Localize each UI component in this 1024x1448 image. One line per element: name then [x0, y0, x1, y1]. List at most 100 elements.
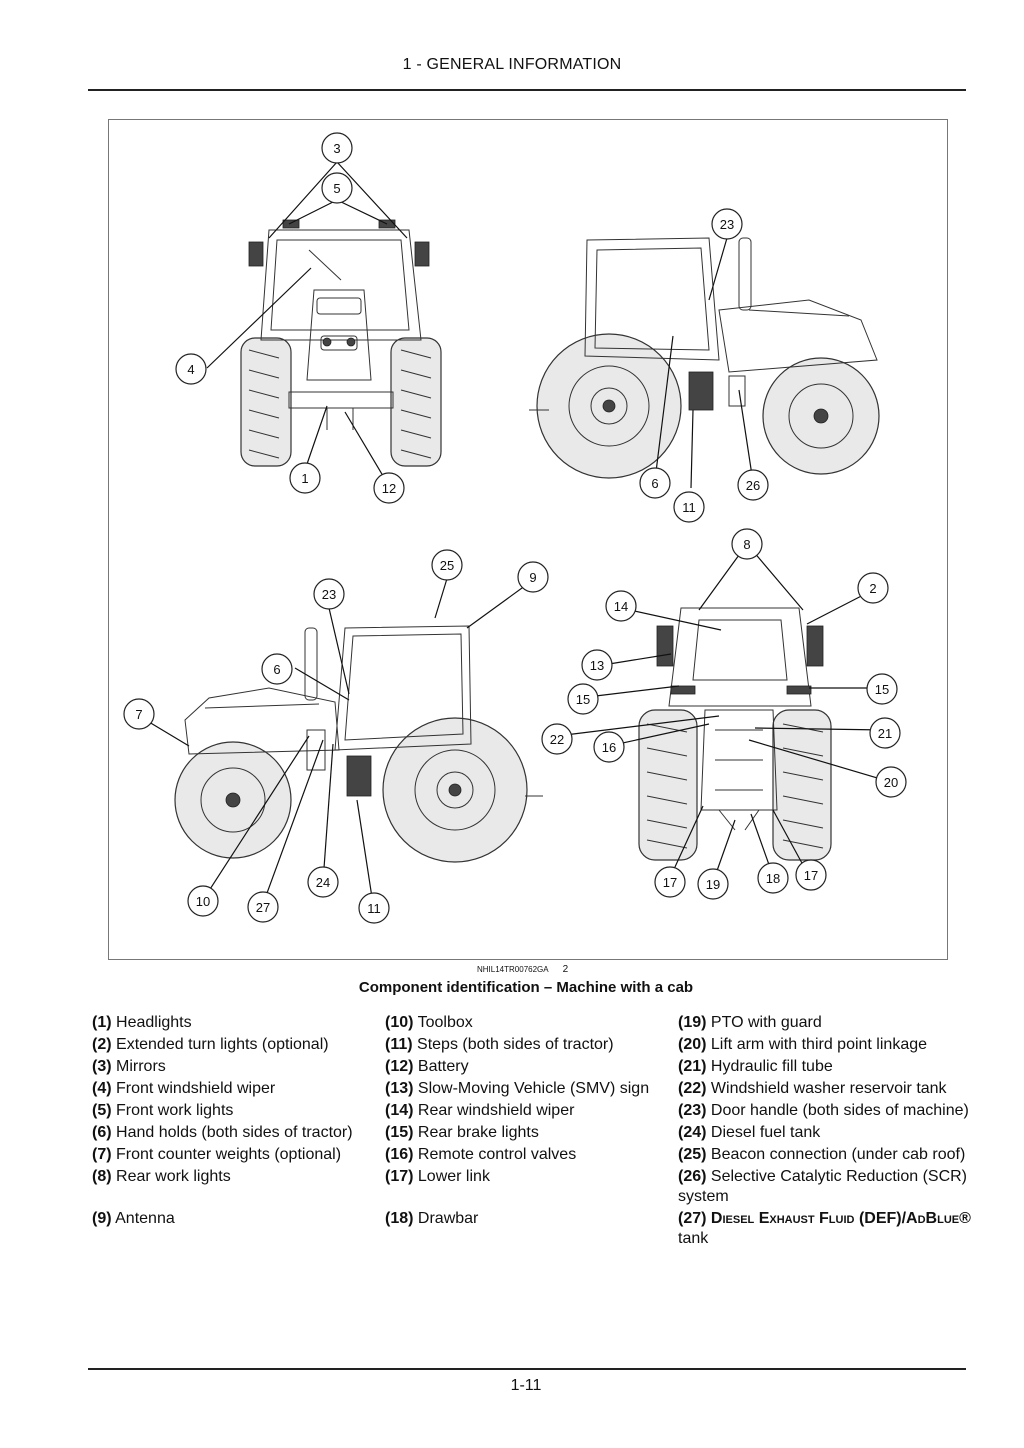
callout-16: 16 — [593, 731, 625, 763]
svg-text:23: 23 — [720, 217, 734, 232]
legend-item-12: (12) Battery — [385, 1058, 469, 1075]
legend-item-19: (19) PTO with guard — [678, 1014, 822, 1031]
tractor-illustrations: 3 5 4 1 12 23 6 11 26 25 9 23 6 7 24 10 … — [123, 132, 907, 924]
svg-text:17: 17 — [804, 868, 818, 883]
svg-text:27: 27 — [256, 900, 270, 915]
callout-2: 2 — [857, 572, 889, 604]
legend-item-16: (16) Remote control valves — [385, 1146, 577, 1163]
callout-21: 21 — [869, 717, 901, 749]
callout-17a: 17 — [654, 866, 686, 898]
callout-13: 13 — [581, 649, 613, 681]
legend-item-27: (27) Diesel Exhaust Fluid (DEF)/AdBlue® … — [678, 1210, 971, 1247]
legend-item-22: (22) Windshield washer reservoir tank — [678, 1080, 947, 1097]
legend-item-24: (24) Diesel fuel tank — [678, 1124, 821, 1141]
callout-18: 18 — [757, 862, 789, 894]
legend-item-6: (6) Hand holds (both sides of tractor) — [92, 1124, 353, 1141]
figure-number: 2 — [562, 964, 569, 975]
legend-item-17: (17) Lower link — [385, 1168, 490, 1185]
page-number: 1-11 — [510, 1377, 542, 1394]
callout-22: 22 — [541, 723, 573, 755]
legend-row: (2) Extended turn lights (optional) (11)… — [92, 1034, 972, 1056]
svg-text:26: 26 — [746, 478, 760, 493]
callout-5: 5 — [321, 172, 353, 204]
callout-7: 7 — [123, 698, 155, 730]
callout-26: 26 — [737, 469, 769, 501]
svg-text:11: 11 — [682, 500, 696, 515]
legend-row: (9) Antenna (18) Drawbar (27) Diesel Exh… — [92, 1208, 972, 1250]
legend-item-23: (23) Door handle (both sides of machine) — [678, 1102, 969, 1119]
legend-item-20: (20) Lift arm with third point linkage — [678, 1036, 928, 1053]
callout-6b: 6 — [261, 653, 293, 685]
callout-4: 4 — [175, 353, 207, 385]
legend-item-21: (21) Hydraulic fill tube — [678, 1058, 833, 1075]
legend-item-7: (7) Front counter weights (optional) — [92, 1146, 342, 1163]
legend-item-2: (2) Extended turn lights (optional) — [92, 1036, 329, 1053]
figure-caption: Component identification – Machine with … — [358, 979, 694, 996]
callout-15b: 15 — [866, 673, 898, 705]
legend-item-3: (3) Mirrors — [92, 1058, 166, 1075]
legend-item-8: (8) Rear work lights — [92, 1168, 231, 1185]
legend-row: (1) Headlights (10) Toolbox (19) PTO wit… — [92, 1012, 972, 1034]
svg-text:10: 10 — [196, 894, 210, 909]
svg-text:9: 9 — [529, 570, 536, 585]
svg-text:20: 20 — [884, 775, 898, 790]
legend-item-18: (18) Drawbar — [385, 1210, 479, 1227]
legend-item-9: (9) Antenna — [92, 1210, 175, 1227]
callout-27: 27 — [247, 891, 279, 923]
svg-text:14: 14 — [614, 599, 628, 614]
callout-9: 9 — [517, 561, 549, 593]
footer-rule — [88, 1368, 966, 1370]
svg-text:6: 6 — [273, 662, 280, 677]
svg-text:13: 13 — [590, 658, 604, 673]
component-figure: 3 5 4 1 12 23 6 11 26 25 9 23 6 7 24 10 … — [108, 119, 948, 960]
rear-view-drawing — [638, 607, 832, 861]
callout-19: 19 — [697, 868, 729, 900]
callout-3: 3 — [321, 132, 353, 164]
svg-text:12: 12 — [382, 481, 396, 496]
callout-23b: 23 — [313, 578, 345, 610]
side-view-left-drawing — [174, 625, 543, 863]
legend-item-4: (4) Front windshield wiper — [92, 1080, 276, 1097]
callout-25: 25 — [431, 549, 463, 581]
svg-text:3: 3 — [333, 141, 340, 156]
callout-15a: 15 — [567, 683, 599, 715]
callout-12: 12 — [373, 472, 405, 504]
callout-24: 24 — [307, 866, 339, 898]
svg-text:16: 16 — [602, 740, 616, 755]
svg-text:8: 8 — [743, 537, 750, 552]
svg-text:18: 18 — [766, 871, 780, 886]
legend-row: (7) Front counter weights (optional) (16… — [92, 1144, 972, 1166]
svg-text:1: 1 — [301, 471, 308, 486]
callout-6a: 6 — [639, 467, 671, 499]
legend-item-5: (5) Front work lights — [92, 1102, 234, 1119]
svg-text:7: 7 — [135, 707, 142, 722]
figure-reference: NHIL14TR00762GA 2 — [477, 964, 568, 975]
callouts: 3 5 4 1 12 23 6 11 26 25 9 23 6 7 24 10 … — [123, 132, 907, 924]
svg-text:22: 22 — [550, 732, 564, 747]
svg-text:19: 19 — [706, 877, 720, 892]
legend-row: (6) Hand holds (both sides of tractor) (… — [92, 1122, 972, 1144]
legend-item-11: (11) Steps (both sides of tractor) — [385, 1036, 614, 1053]
callout-20: 20 — [875, 766, 907, 798]
svg-text:2: 2 — [869, 581, 876, 596]
svg-text:15: 15 — [875, 682, 889, 697]
svg-text:25: 25 — [440, 558, 454, 573]
svg-text:5: 5 — [333, 181, 340, 196]
front-view-drawing — [240, 219, 442, 467]
svg-text:24: 24 — [316, 875, 330, 890]
legend-item-26: (26) Selective Catalytic Reduction (SCR)… — [678, 1168, 967, 1205]
callout-8: 8 — [731, 528, 763, 560]
svg-text:6: 6 — [651, 476, 658, 491]
page-header-title: 1 - GENERAL INFORMATION — [402, 56, 622, 73]
svg-text:4: 4 — [187, 362, 194, 377]
svg-text:23: 23 — [322, 587, 336, 602]
callout-14: 14 — [605, 590, 637, 622]
callout-11a: 11 — [673, 491, 705, 523]
legend-row: (4) Front windshield wiper (13) Slow-Mov… — [92, 1078, 972, 1100]
callout-11b: 11 — [358, 892, 390, 924]
component-legend: (1) Headlights (10) Toolbox (19) PTO wit… — [92, 1012, 972, 1250]
callout-17b: 17 — [795, 859, 827, 891]
header-rule — [88, 89, 966, 91]
legend-row: (3) Mirrors (12) Battery (21) Hydraulic … — [92, 1056, 972, 1078]
figure-reference-code: NHIL14TR00762GA — [477, 965, 549, 974]
